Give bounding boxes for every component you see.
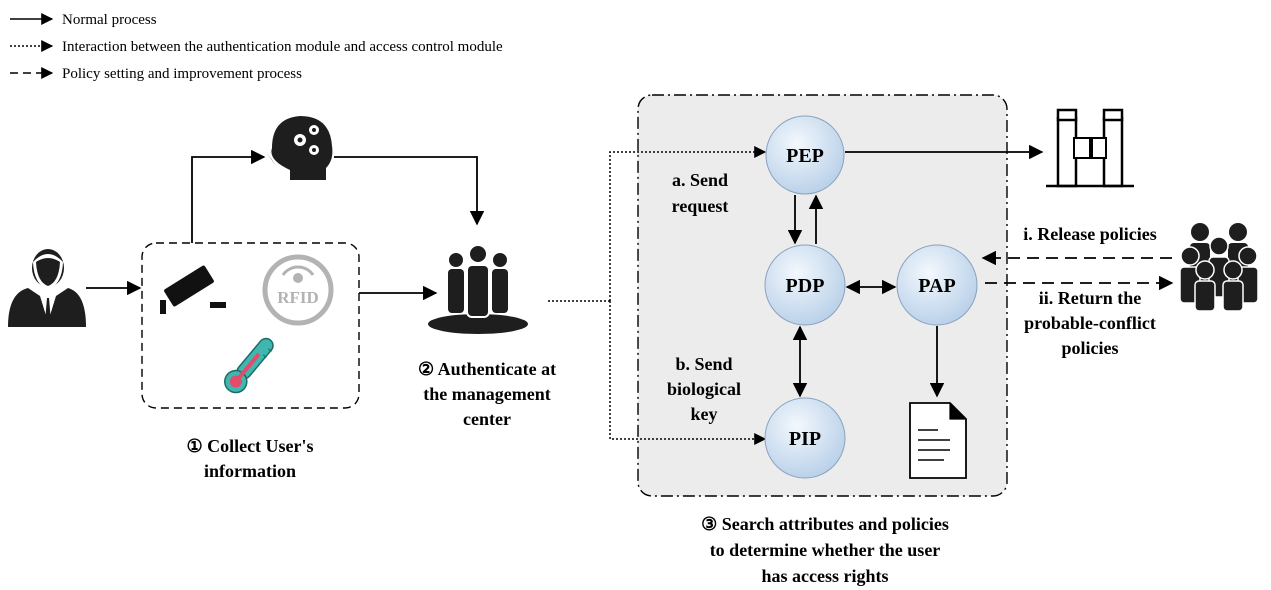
send-request-line1: a. Send: [672, 170, 728, 190]
collect-box: [141, 242, 360, 409]
pip-label: PIP: [789, 428, 821, 450]
node-pip: PIP: [764, 397, 846, 479]
node-pep: PEP: [765, 115, 845, 195]
send-key-line1: b. Send: [675, 354, 732, 374]
node-pdp: PDP: [764, 244, 846, 326]
node-pap: PAP: [896, 244, 978, 326]
authenticate-line2: the management: [423, 384, 550, 404]
legend-policy: Policy setting and improvement process: [62, 66, 302, 82]
collect-line2: information: [204, 461, 296, 481]
thermometer-icon: [224, 337, 274, 394]
gate-icon: [1046, 108, 1134, 188]
brain-gears-icon: [266, 116, 333, 180]
rfid-icon: RFID: [262, 254, 334, 326]
authenticate-line3: center: [463, 409, 511, 429]
pdp-label: PDP: [786, 275, 825, 297]
group-icon: [428, 244, 528, 334]
rfid-label: RFID: [277, 288, 319, 307]
search-line1: ③ Search attributes and policies: [701, 514, 949, 534]
legend-normal: Normal process: [62, 12, 157, 28]
user-icon: [8, 249, 86, 327]
document-icon: [909, 402, 967, 479]
send-key-line3: key: [691, 404, 718, 424]
return-line3: policies: [1062, 338, 1119, 358]
pap-label: PAP: [918, 275, 955, 297]
authenticate-line1: ② Authenticate at: [418, 359, 556, 379]
return-line2: probable-conflict: [1024, 313, 1156, 333]
collect-line1: ① Collect User's: [186, 436, 313, 456]
legend-interaction: Interaction between the authentication m…: [62, 39, 503, 55]
crowd-icon: [1179, 223, 1259, 312]
search-line3: has access rights: [762, 566, 889, 586]
legend: Normal process Interaction between the a…: [10, 12, 503, 82]
search-line2: to determine whether the user: [710, 540, 941, 560]
send-request-line2: request: [672, 196, 729, 216]
release-policies-label: i. Release policies: [1023, 224, 1156, 244]
camera-icon: [160, 265, 226, 314]
return-line1: ii. Return the: [1039, 288, 1142, 308]
pep-label: PEP: [786, 145, 824, 167]
send-key-line2: biological: [667, 379, 741, 399]
